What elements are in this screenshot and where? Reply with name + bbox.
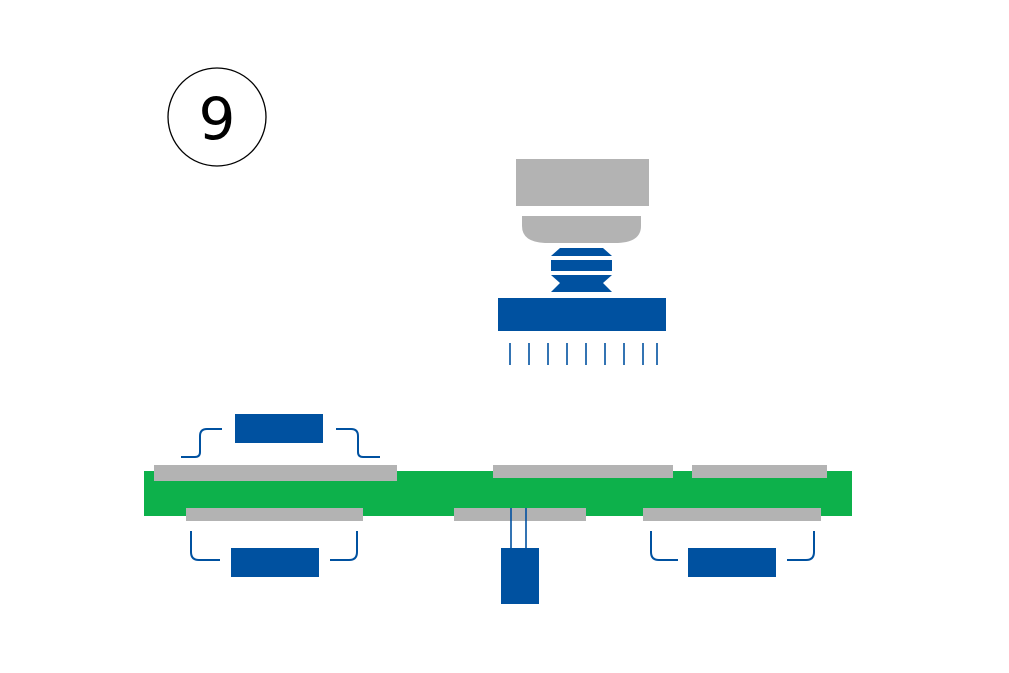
bottom-component-middle bbox=[501, 508, 539, 604]
bottom-component-left bbox=[190, 531, 358, 577]
top-pad-left bbox=[154, 465, 397, 481]
step-number: 9 bbox=[199, 85, 236, 153]
tool-body bbox=[516, 159, 649, 206]
top-component-lead-right bbox=[336, 428, 380, 458]
press-tool bbox=[498, 159, 666, 365]
bottom-pad-left bbox=[186, 508, 363, 521]
top-pads bbox=[154, 465, 827, 481]
top-pad-right bbox=[692, 465, 827, 478]
bottom-pad-right bbox=[643, 508, 821, 521]
top-pad-middle bbox=[493, 465, 673, 478]
step-badge: 9 bbox=[167, 67, 267, 167]
top-component bbox=[181, 414, 380, 458]
spring-icon bbox=[551, 248, 612, 292]
step-circle-icon bbox=[167, 67, 267, 167]
heater-plate bbox=[498, 298, 666, 331]
bottom-component-left-lead-right bbox=[330, 531, 358, 561]
tool-nozzle bbox=[522, 216, 641, 243]
bottom-pad-middle bbox=[454, 508, 586, 521]
top-component-lead-left bbox=[181, 428, 222, 458]
bottom-component-left-lead-left bbox=[190, 531, 220, 561]
bottom-component-right-lead-left bbox=[650, 531, 678, 561]
bottom-component-right-body bbox=[688, 548, 776, 577]
bottom-component-right-lead-right bbox=[787, 531, 815, 561]
bottom-component-left-body bbox=[231, 548, 319, 577]
heater-pins bbox=[509, 343, 658, 365]
bottom-pads bbox=[186, 508, 821, 521]
bottom-component-middle-body bbox=[501, 548, 539, 604]
bottom-component-right bbox=[650, 531, 815, 577]
top-component-body bbox=[235, 414, 323, 443]
